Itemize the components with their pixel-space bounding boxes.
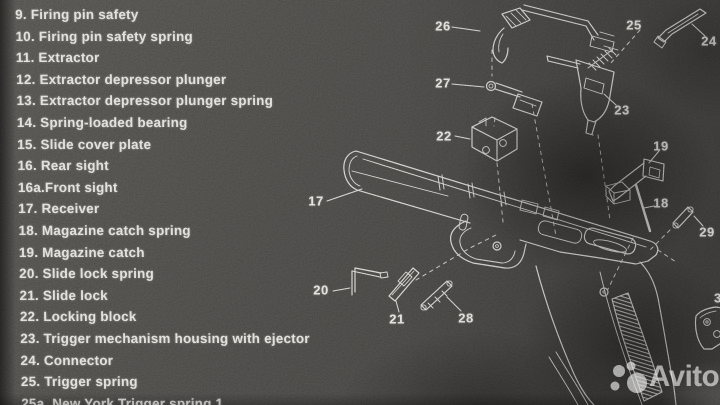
diagram-callout-28: 28 <box>458 310 474 326</box>
diagram-callout-24: 24 <box>701 33 717 49</box>
diagram-callout-21: 21 <box>389 311 405 327</box>
diagram-callout-23: 23 <box>614 102 630 118</box>
diagram-callout-19: 19 <box>653 138 669 154</box>
diagram-callout-17: 17 <box>308 193 324 209</box>
diagram-callout-27: 27 <box>435 75 451 91</box>
diagram-callout-partial: 3 <box>714 290 720 306</box>
diagram-callout-26: 26 <box>435 18 451 34</box>
diagram-callout-22: 22 <box>436 128 452 144</box>
avito-watermark: Avito <box>600 358 720 402</box>
avito-watermark-text: Avito <box>649 360 720 393</box>
avito-paw-icon <box>610 361 647 393</box>
diagram-callout-29: 29 <box>699 224 715 240</box>
diagram-callout-25: 25 <box>626 17 642 33</box>
diagram-callout-18: 18 <box>653 195 669 211</box>
diagram-callout-20: 20 <box>313 282 329 298</box>
